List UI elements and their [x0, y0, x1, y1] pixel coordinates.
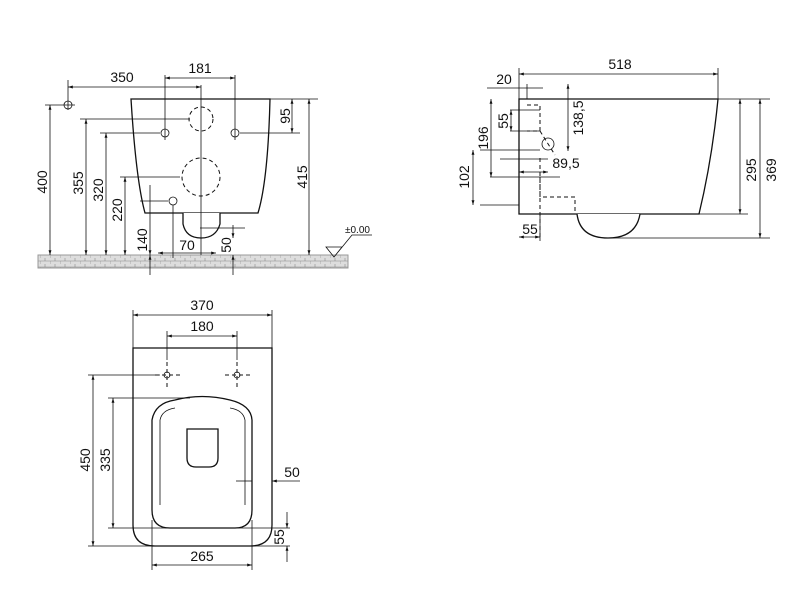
dim-181: 181	[188, 60, 212, 76]
dim-89-5: 89,5	[552, 155, 579, 171]
dim-20: 20	[496, 71, 512, 87]
dim-415: 415	[294, 165, 310, 189]
dim-50: 50	[284, 464, 300, 480]
dim-138-5: 138,5	[570, 100, 586, 135]
lid-recess	[186, 428, 219, 468]
dim-370: 370	[190, 297, 214, 313]
side-bowl	[576, 213, 641, 239]
side-body	[518, 98, 719, 215]
dim-180: 180	[190, 318, 214, 334]
front-view: 350 181 95 415 400 355 320 220 140 70 50…	[34, 60, 372, 275]
dim-196: 196	[475, 126, 491, 150]
floor	[37, 254, 349, 269]
dim-55-top: 55	[495, 113, 511, 129]
bowl-outlet	[182, 213, 221, 239]
dim-518: 518	[608, 56, 632, 72]
dim-70: 70	[179, 237, 195, 253]
dim-55-bottom: 55	[522, 221, 538, 237]
dim-400: 400	[34, 170, 50, 194]
dim-350: 350	[110, 69, 134, 85]
dim-450: 450	[77, 448, 93, 472]
dim-295: 295	[743, 158, 759, 182]
dim-265: 265	[190, 548, 214, 564]
dim-220: 220	[109, 198, 125, 222]
dim-320: 320	[90, 178, 106, 202]
dim-140: 140	[134, 228, 150, 252]
dim-102: 102	[456, 165, 472, 189]
dim-355: 355	[70, 171, 86, 195]
dim-95: 95	[277, 108, 293, 124]
level-mark: ±0.00	[345, 225, 370, 236]
side-view: 518 20 369 295 138,5 196 55 102 89,5 55	[456, 56, 779, 241]
dim-55: 55	[271, 529, 287, 545]
dim-369: 369	[763, 158, 779, 182]
dim-335: 335	[97, 448, 113, 472]
top-view: 370 180 450 335 50 55 265	[77, 297, 300, 570]
dim-50: 50	[218, 237, 234, 253]
